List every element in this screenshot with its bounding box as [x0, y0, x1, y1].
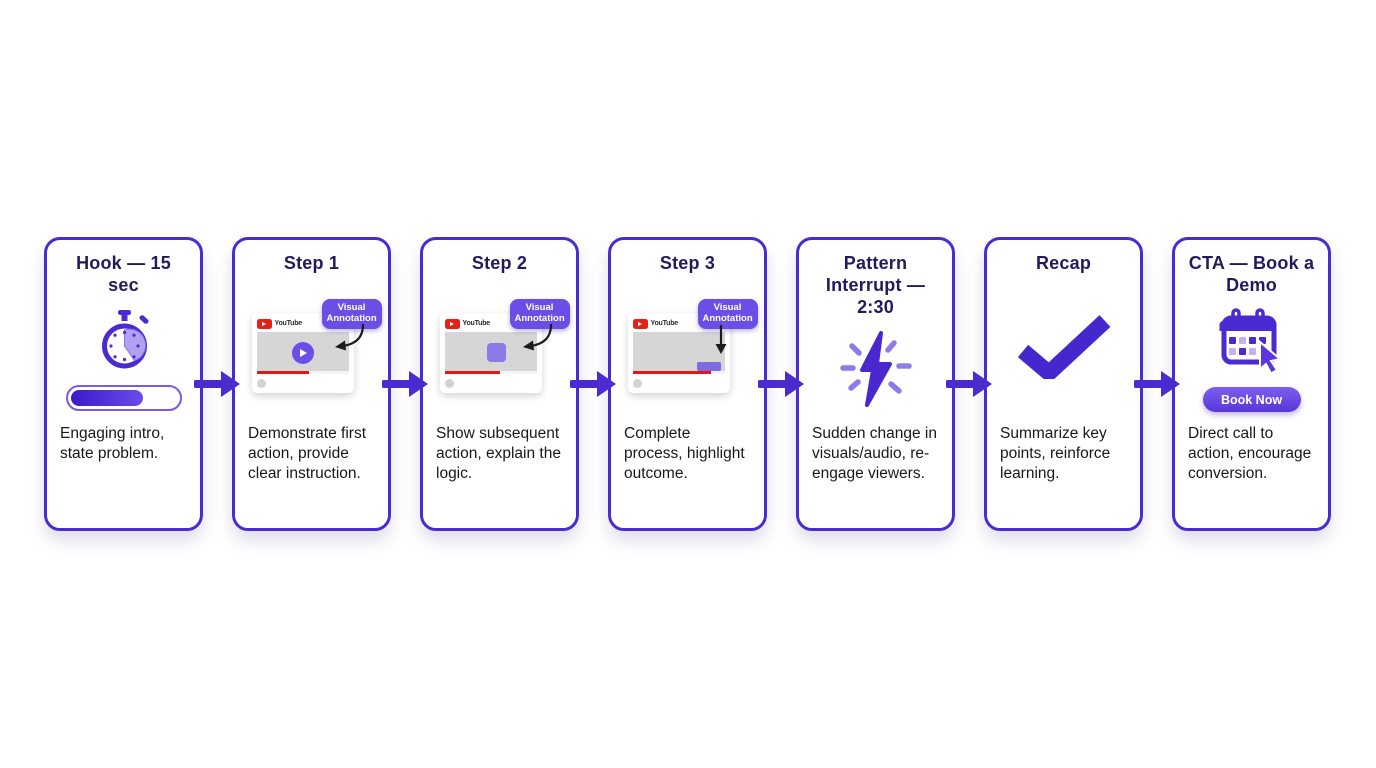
annotation-badge: Visual Annotation	[321, 299, 382, 330]
youtube-logo-text: YouTube	[274, 320, 303, 328]
card-cta: CTA — Book a Demo	[1172, 237, 1331, 531]
flow-arrow	[194, 237, 240, 531]
video-area	[444, 332, 537, 375]
video-meta	[444, 379, 537, 389]
right-arrow-icon	[194, 371, 240, 397]
card-step-1: Step 1 YouTube	[232, 237, 391, 531]
annotation-badge: Visual Annotation	[509, 299, 570, 330]
card-title: Step 2	[471, 253, 528, 273]
channel-avatar	[444, 379, 454, 389]
channel-avatar	[256, 379, 266, 389]
youtube-logo-text: YouTube	[650, 320, 679, 328]
card-icon-area	[811, 319, 940, 424]
card-title: Hook — 15 sec	[76, 253, 171, 295]
card-icon-area: YouTube Visual Annotat	[623, 275, 758, 424]
highlight-bar	[696, 362, 721, 372]
right-arrow-icon	[946, 371, 992, 397]
right-arrow-icon	[758, 371, 804, 397]
annotation-arrow-icon	[715, 325, 726, 355]
video-thumbnail-mock: YouTube Visual Annotat	[250, 299, 382, 397]
highlight-square	[486, 343, 506, 363]
video-player-card: YouTube	[251, 313, 354, 394]
card-title: Step 3	[659, 253, 716, 273]
card-description: Summarize key points, reinforce learning…	[1000, 425, 1111, 483]
annotation-arrow-icon	[334, 324, 364, 351]
youtube-play-icon	[444, 318, 460, 329]
play-button-icon	[291, 342, 314, 365]
flow-arrow	[946, 237, 992, 531]
video-progress-track	[444, 370, 537, 375]
annotation-badge: Visual Annotation	[697, 299, 758, 330]
video-progress-track	[632, 370, 725, 375]
right-arrow-icon	[1134, 371, 1180, 397]
youtube-logo: YouTube	[632, 318, 725, 329]
card-description: Complete process, highlight outcome.	[624, 425, 745, 483]
checkmark-icon	[1015, 315, 1113, 384]
card-icon-area: Book Now	[1187, 297, 1316, 424]
video-area	[632, 332, 725, 375]
hook-progress-fill	[70, 390, 143, 407]
calendar-icon	[1216, 308, 1288, 379]
video-progress-fill	[256, 370, 309, 375]
video-area	[256, 332, 349, 375]
cursor-icon	[1258, 340, 1282, 376]
card-step-3: Step 3 YouTube	[608, 237, 767, 531]
youtube-logo-text: YouTube	[462, 320, 491, 328]
card-description: Direct call to action, encourage convers…	[1188, 425, 1312, 483]
video-meta	[632, 379, 725, 389]
video-player-card: YouTube	[627, 313, 730, 394]
card-title: Step 1	[283, 253, 340, 273]
hook-progress-bar	[65, 385, 182, 412]
youtube-play-icon	[256, 318, 272, 329]
card-icon-area: YouTube Visual Annotat	[247, 275, 382, 424]
stopwatch-icon	[89, 309, 159, 376]
right-arrow-icon	[382, 371, 428, 397]
card-description: Engaging intro, state problem.	[60, 425, 165, 463]
flow-arrow	[570, 237, 616, 531]
card-description: Sudden change in visuals/audio, re-engag…	[812, 425, 937, 483]
lightning-bolt-icon	[830, 330, 922, 412]
card-hook: Hook — 15 sec	[44, 237, 203, 531]
video-thumbnail-mock: YouTube Visual Annotat	[438, 299, 570, 397]
card-title: Pattern Interrupt — 2:30	[825, 253, 926, 317]
card-title: CTA — Book a Demo	[1188, 253, 1315, 295]
youtube-logo: YouTube	[444, 318, 537, 329]
card-description: Demonstrate first action, provide clear …	[248, 425, 367, 483]
card-icon-area	[999, 275, 1128, 424]
youtube-logo: YouTube	[256, 318, 349, 329]
channel-avatar	[632, 379, 642, 389]
card-pattern-interrupt: Pattern Interrupt — 2:30	[796, 237, 955, 531]
flow-arrow	[1134, 237, 1180, 531]
card-icon-area	[59, 297, 188, 424]
flow-arrow	[382, 237, 428, 531]
video-thumbnail-mock: YouTube Visual Annotat	[626, 299, 758, 397]
video-structure-flow: Hook — 15 sec	[44, 237, 1331, 531]
card-title: Recap	[1035, 253, 1092, 273]
card-step-2: Step 2 YouTube	[420, 237, 579, 531]
book-now-button[interactable]: Book Now	[1202, 387, 1301, 413]
video-progress-fill	[444, 370, 500, 375]
youtube-play-icon	[632, 318, 648, 329]
right-arrow-icon	[570, 371, 616, 397]
card-description: Show subsequent action, explain the logi…	[436, 425, 561, 483]
card-recap: Recap Summarize key points, reinforce le…	[984, 237, 1143, 531]
flow-arrow	[758, 237, 804, 531]
video-progress-track	[256, 370, 349, 375]
video-progress-fill	[632, 370, 711, 375]
video-meta	[256, 379, 349, 389]
card-icon-area: YouTube Visual Annotat	[435, 275, 570, 424]
annotation-arrow-icon	[522, 324, 552, 351]
